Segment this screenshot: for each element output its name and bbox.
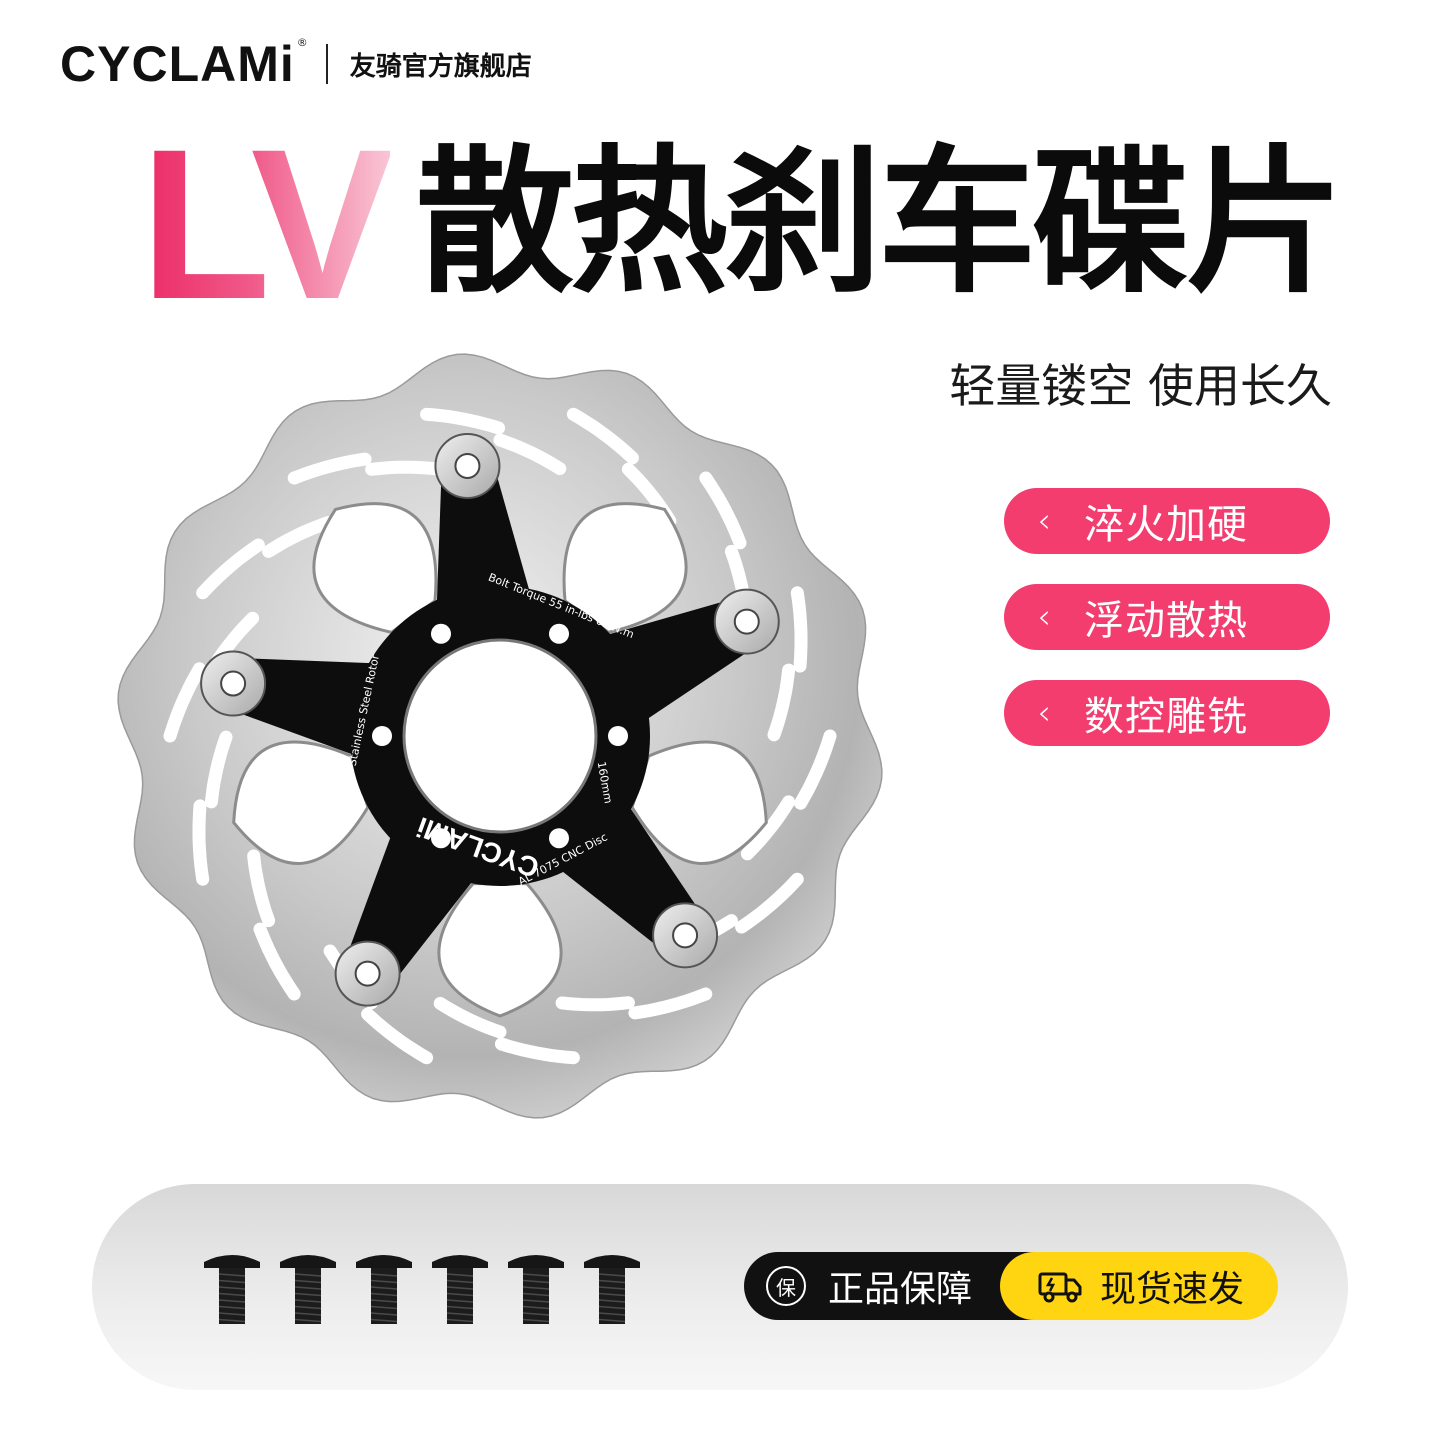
shield-icon: 保	[766, 1266, 806, 1306]
rotor-slot	[287, 452, 372, 485]
bolt	[280, 1255, 336, 1324]
rotor-hub-hole	[372, 726, 392, 746]
rotor-rivet-hole	[733, 608, 760, 635]
feature-pill-floating: ‹ 浮动散热	[1004, 584, 1330, 650]
chevron-left-icon: ‹	[1037, 501, 1051, 541]
brand-divider	[325, 44, 328, 84]
bolt	[356, 1255, 412, 1324]
rotor-rivet-hole	[672, 922, 699, 949]
rotor-cutout	[437, 882, 563, 1018]
brake-rotor-image: CYCLAMi CYCLAMi Bolt Torque 55 in-lbs 6.…	[117, 353, 883, 1119]
chevron-left-icon: ‹	[1037, 693, 1051, 733]
rotor-brand-text: CYCLAMi	[430, 686, 567, 719]
rotor-slot	[735, 872, 804, 934]
rotor-slot	[262, 516, 335, 558]
rotor-slot	[494, 1037, 580, 1065]
rotor-slot	[247, 849, 276, 928]
model-name: LV	[140, 105, 394, 344]
rotor-slot	[420, 407, 506, 435]
rotor-rivet-hole	[454, 452, 481, 479]
rotor-cutout	[312, 502, 438, 635]
feature-pill-hardened: ‹ 淬火加硬	[1004, 488, 1330, 554]
brand-header: CYCLAMi ® 友骑官方旗舰店	[60, 34, 532, 94]
rotor-hub-hole	[431, 828, 451, 849]
rotor-slot	[433, 996, 507, 1039]
shipping-badge: 现货速发	[1000, 1252, 1278, 1320]
rotor-slot	[555, 996, 635, 1012]
rotor-slot	[794, 729, 837, 810]
bolt-set-image	[204, 1255, 640, 1324]
bolt	[204, 1255, 260, 1324]
service-badges: 保 正品保障 现货速发	[744, 1252, 1278, 1320]
feature-label: 数控雕铣	[1084, 694, 1248, 740]
rotor-slot	[767, 663, 796, 742]
product-subtitle: 轻量镂空 使用长久	[949, 359, 1332, 413]
rotor-slot	[628, 987, 713, 1020]
rotor-slot	[361, 1007, 434, 1065]
rotor-rivet-hole	[354, 960, 381, 987]
rotor-slot	[790, 586, 808, 673]
rotor-slot	[365, 460, 445, 476]
feature-list: ‹ 淬火加硬 ‹ 浮动散热 ‹ 数控雕铣	[1004, 488, 1330, 776]
rotor-hub-hole	[431, 623, 451, 644]
shipping-label: 现货速发	[1100, 1269, 1245, 1310]
chevron-left-icon: ‹	[1037, 597, 1051, 637]
rotor-cutout	[562, 502, 688, 635]
bolt	[584, 1255, 640, 1324]
store-name: 友骑官方旗舰店	[349, 51, 532, 82]
rotor-slot	[163, 662, 206, 743]
rotor-spider-arm	[228, 658, 381, 758]
rotor-slot	[204, 730, 233, 809]
rotor-rivet-hole	[220, 670, 247, 697]
registered-mark: ®	[296, 36, 308, 49]
rotor-slot	[196, 538, 265, 600]
truck-icon	[1038, 1272, 1082, 1303]
rotor-cutout	[630, 740, 768, 865]
brand-logo: CYCLAMi	[60, 36, 295, 92]
rotor-slot	[699, 471, 747, 550]
rotor-hub-hole	[549, 623, 569, 644]
guarantee-label: 正品保障	[828, 1269, 973, 1310]
rotor-hub-hole	[608, 726, 628, 746]
rotor-spider-arm	[436, 462, 532, 612]
bolt	[508, 1255, 564, 1324]
feature-pill-cnc: ‹ 数控雕铣	[1004, 680, 1330, 746]
feature-label: 浮动散热	[1084, 598, 1248, 644]
feature-label: 淬火加硬	[1084, 502, 1248, 548]
page-title: 散热刹车碟片	[416, 131, 1344, 315]
rotor-slot	[740, 795, 796, 861]
rotor-slot	[192, 799, 210, 886]
rotor-slot	[566, 407, 639, 465]
bolt	[432, 1255, 488, 1324]
rotor-slot	[253, 922, 301, 1001]
rotor-cutout	[232, 740, 370, 865]
rotor-slot	[493, 433, 567, 476]
rotor-hub-hole	[549, 828, 569, 849]
